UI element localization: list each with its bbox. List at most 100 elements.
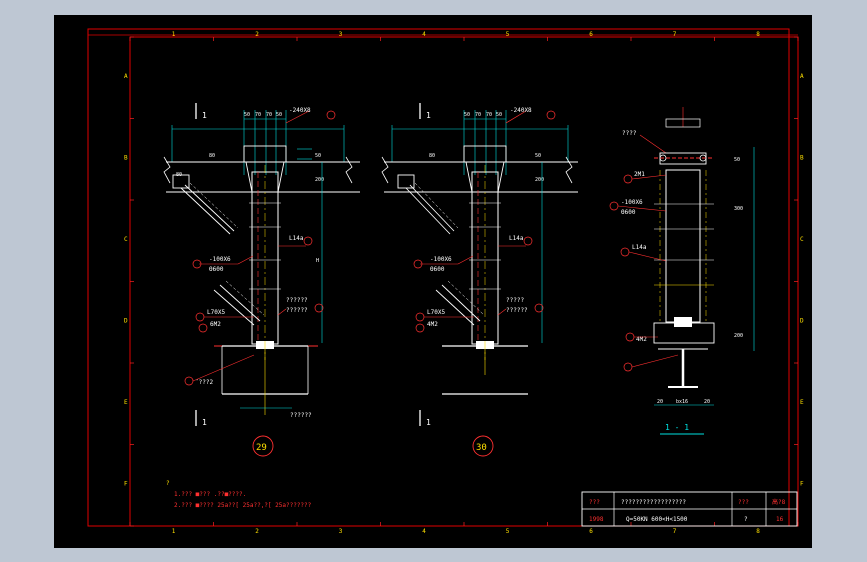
grid-column-label: 5 [506, 31, 510, 38]
grid-row-label: D [124, 317, 128, 324]
label-top: ???? [622, 130, 637, 137]
dim-right-2: 200 [535, 177, 544, 183]
dim-right-1: 50 [734, 157, 740, 163]
dim-bottom-2: bx16 [676, 399, 688, 405]
callout-note-a: ????? [506, 297, 524, 304]
dim-right-3: 200 [734, 333, 743, 339]
grid-row-label: A [124, 73, 128, 80]
callout-diameter: Θ600 [209, 266, 224, 273]
detail-number: 30 [476, 443, 487, 453]
sheet-number: 16 [776, 516, 784, 523]
bottom-label: ?????? [290, 412, 312, 419]
dim-top-1: 50 [244, 112, 250, 118]
dim-bottom-1: 20 [657, 399, 663, 405]
notes-line-1: 1.??? ■??? .??■????. [174, 491, 246, 498]
grid-row-label: A [800, 73, 804, 80]
grid-column-label: 8 [756, 31, 760, 38]
brace-dim: 80 [176, 172, 182, 178]
callout-diameter: Θ600 [621, 209, 636, 216]
callout-bolt: 4M2 [427, 321, 438, 328]
title-label-a: ??? [738, 499, 749, 506]
section-label-top: 1 [426, 111, 431, 120]
callout-angle: L70X5 [427, 309, 445, 316]
grid-row-label: C [800, 236, 804, 243]
grid-row-label: C [124, 236, 128, 243]
callout-bolt: 6M2 [210, 321, 221, 328]
callout-bolt-top: 2M1 [634, 171, 645, 178]
callout-note-b: ?????? [286, 307, 308, 314]
grid-row-labels: A A B B C C D D E E F F [124, 73, 804, 488]
grid-row-label: B [124, 154, 128, 161]
grid-column-label: 2 [255, 31, 259, 38]
callout-diameter: Θ600 [430, 266, 445, 273]
dim-top-4: 50 [276, 112, 282, 118]
title-left-label: ??? [589, 499, 600, 506]
callout-bolt-bottom: 4M2 [636, 336, 647, 343]
section-label-bottom: 1 [202, 418, 207, 427]
grid-row-label: E [124, 399, 128, 406]
callout-member: L14a [509, 235, 524, 242]
grid-column-label: 6 [589, 528, 593, 535]
title-block: ??? ?????????????????? ??? 高?8 1998 Q=50… [581, 491, 798, 527]
detail-29: 1 1 50 70 70 50 -240X8 50 200 80 [163, 103, 360, 457]
section-title: 1 - 1 [665, 423, 689, 432]
grid-row-label: B [800, 154, 804, 161]
grid-column-label: 8 [756, 528, 760, 535]
dim-height: H [316, 258, 319, 264]
grid-column-labels: 1 1 2 2 3 3 4 4 5 5 6 6 7 7 8 8 [172, 31, 761, 535]
grid-ticks [129, 36, 799, 527]
grid-row-label: F [800, 480, 804, 487]
notes-marker: ? [166, 480, 170, 487]
sheet-outer-frame [87, 28, 790, 527]
grid-column-label: 2 [255, 528, 259, 535]
grid-row-label: E [800, 399, 804, 406]
cad-drawing-viewport[interactable]: 1 1 2 2 3 3 4 4 5 5 6 6 7 7 8 8 A A B B C C D D E E F F 1 1 50 70 … [54, 15, 812, 548]
dim-top-1: 50 [464, 112, 470, 118]
section-label-bottom: 1 [426, 418, 431, 427]
callout-plate: -100X6 [430, 256, 452, 263]
grid-column-label: 6 [589, 31, 593, 38]
dim-right-2: 200 [315, 177, 324, 183]
callout-bubble [326, 110, 336, 120]
dim-bottom-3: 20 [704, 399, 710, 405]
drawing-year: 1998 [589, 516, 604, 523]
grid-column-label: 5 [506, 528, 510, 535]
detail-number: 29 [256, 443, 267, 453]
dim-right-2: 300 [734, 206, 743, 212]
grid-row-label: F [124, 480, 128, 487]
section-1-1: ???? 50 300 200 2M1 -100X6 Θ600 L14a 4M2 [609, 107, 755, 435]
dim-top-2: 70 [255, 112, 261, 118]
plate-label: -240X8 [510, 107, 532, 114]
dim-top-4: 50 [496, 112, 502, 118]
notes: ? 1.??? ■??? .??■????. 2.??? ■???? 25a??… [166, 480, 312, 509]
callout-plate: -100X6 [209, 256, 231, 263]
sheet-code: 高?8 [772, 498, 786, 506]
callout-angle: L70X5 [207, 309, 225, 316]
grid-column-label: 3 [339, 528, 343, 535]
grid-row-label: D [800, 317, 804, 324]
grid-column-label: 7 [673, 528, 677, 535]
grid-column-label: 4 [422, 528, 426, 535]
notes-line-2: 2.??? ■???? 25a??[ 25a??,?[ 25a??????? [174, 502, 312, 509]
dim-top-3: 70 [266, 112, 272, 118]
grid-column-label: 3 [339, 31, 343, 38]
plate-label: -240X8 [289, 107, 311, 114]
callout-note-a: ?????? [286, 297, 308, 304]
drawing-name: ?????????????????? [621, 499, 686, 506]
callout-member: L14a [289, 235, 304, 242]
dim-top-3: 70 [486, 112, 492, 118]
detail-30: 1 1 50 70 70 50 -240X8 50 200 80 [381, 103, 578, 457]
sheet-index: ? [744, 516, 748, 523]
dim-right-1: 50 [315, 153, 321, 159]
grid-column-label: 1 [172, 31, 176, 38]
detail-number-circle [252, 435, 274, 457]
callout-plate: -100X6 [621, 199, 643, 206]
callout-note-b: ?????? [506, 307, 528, 314]
section-label-top: 1 [202, 111, 207, 120]
callout-member: L14a [632, 244, 647, 251]
dim-left-1: 80 [429, 153, 435, 159]
grid-column-label: 7 [673, 31, 677, 38]
grid-column-label: 4 [422, 31, 426, 38]
dim-right-1: 50 [535, 153, 541, 159]
callout-lower: ¨???2 [195, 379, 213, 386]
